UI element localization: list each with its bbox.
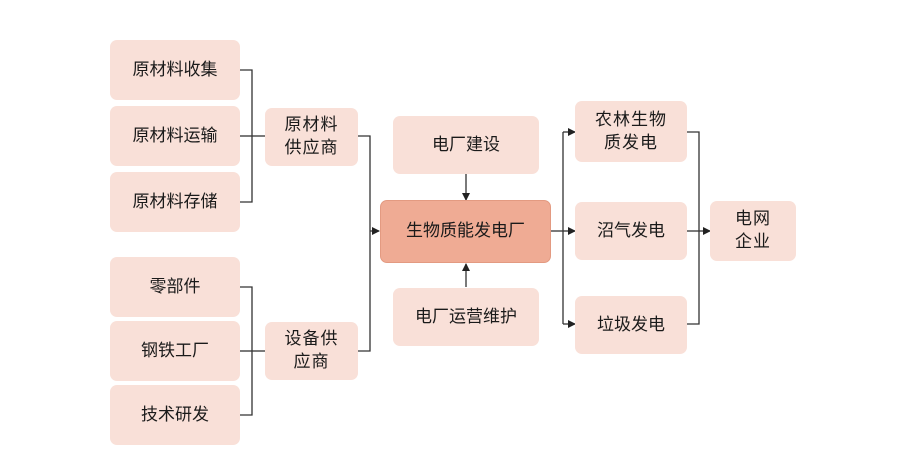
node-plant-construction: 电厂建设 bbox=[393, 116, 539, 174]
node-grid-company: 电网 企业 bbox=[710, 201, 796, 261]
node-label: 原材料 供应商 bbox=[284, 115, 339, 158]
node-label: 电厂建设 bbox=[432, 134, 500, 155]
node-label: 电厂运营维护 bbox=[415, 306, 517, 327]
node-label: 原材料运输 bbox=[132, 125, 218, 146]
node-agri-forestry-biomass: 农林生物 质发电 bbox=[575, 101, 687, 162]
node-equipment-supplier: 设备供 应商 bbox=[265, 322, 358, 380]
node-label: 设备供 应商 bbox=[284, 329, 339, 372]
node-label: 电网 企业 bbox=[735, 209, 771, 252]
node-tech-rnd: 技术研发 bbox=[110, 385, 240, 445]
node-label: 零部件 bbox=[149, 276, 201, 297]
node-label: 原材料收集 bbox=[132, 59, 218, 80]
connector-supplier-raw bbox=[358, 135, 371, 231]
node-raw-material-supplier: 原材料 供应商 bbox=[265, 108, 358, 166]
node-label: 农林生物 质发电 bbox=[595, 109, 667, 153]
node-label: 沼气发电 bbox=[597, 220, 665, 241]
connector-generation-bracket bbox=[687, 131, 700, 325]
node-label: 钢铁工厂 bbox=[141, 340, 209, 361]
node-raw-material-storage: 原材料存储 bbox=[110, 172, 240, 232]
node-waste-power: 垃圾发电 bbox=[575, 296, 687, 354]
node-label: 垃圾发电 bbox=[597, 314, 665, 335]
node-plant-operation: 电厂运营维护 bbox=[393, 288, 539, 346]
node-biogas-power: 沼气发电 bbox=[575, 202, 687, 260]
node-biomass-power-plant: 生物质能发电厂 bbox=[380, 200, 551, 263]
node-raw-material-collection: 原材料收集 bbox=[110, 40, 240, 100]
node-label: 原材料存储 bbox=[132, 191, 218, 212]
node-steel-factory: 钢铁工厂 bbox=[110, 321, 240, 381]
node-raw-material-transport: 原材料运输 bbox=[110, 106, 240, 166]
connector-supplier-equipment bbox=[358, 231, 371, 352]
node-label: 生物质能发电厂 bbox=[406, 221, 525, 241]
node-label: 技术研发 bbox=[141, 404, 209, 425]
node-components: 零部件 bbox=[110, 257, 240, 317]
